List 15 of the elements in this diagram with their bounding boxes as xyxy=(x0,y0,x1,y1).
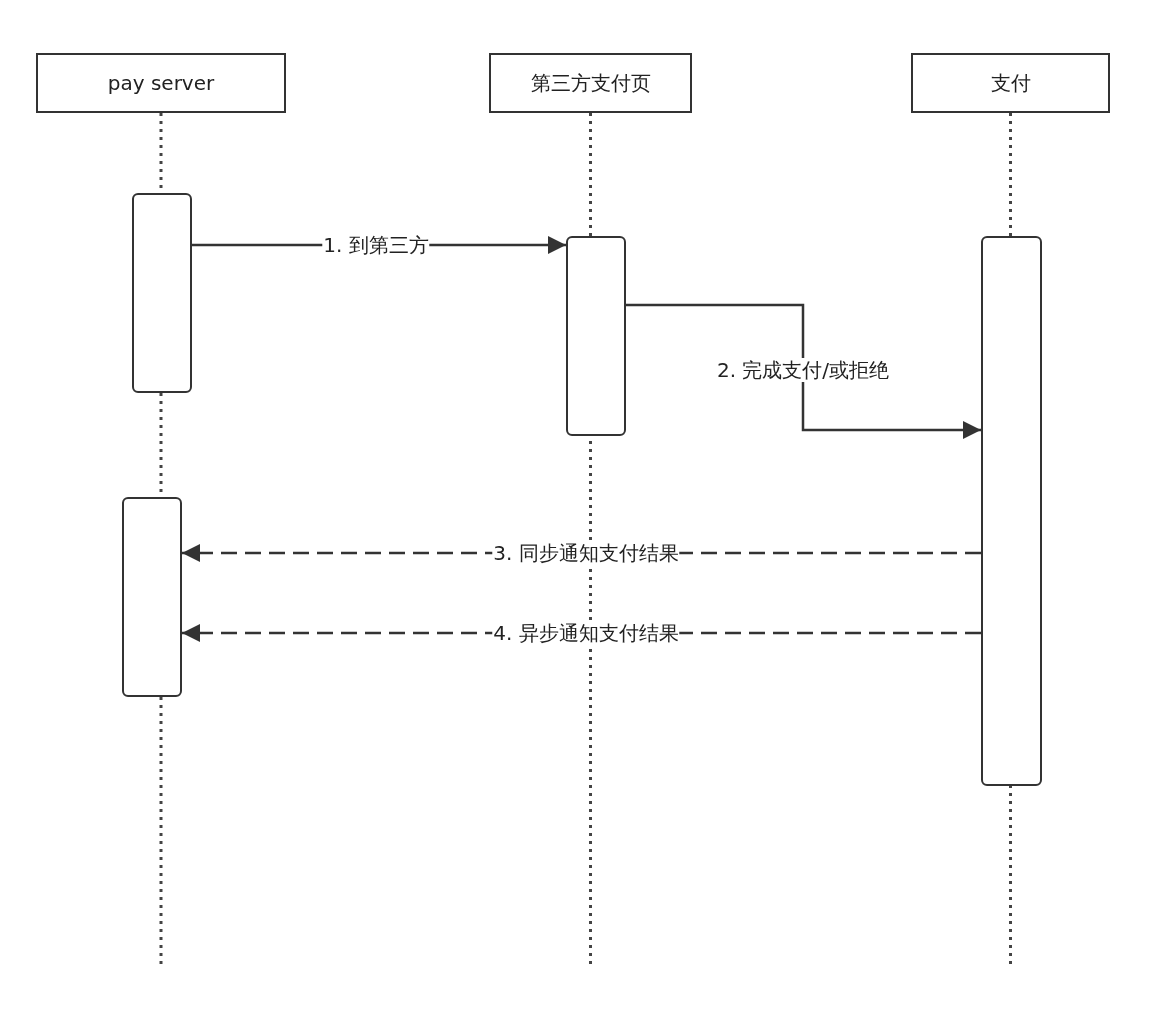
participant-box xyxy=(36,53,286,113)
edge-label: 1. 到第三方 xyxy=(322,233,430,257)
participant-box xyxy=(911,53,1110,113)
edge-label: 2. 完成支付/或拒绝 xyxy=(715,358,891,382)
participant-name: 支付 xyxy=(990,69,1031,97)
activation-bar xyxy=(981,236,1042,786)
participant-box xyxy=(489,53,692,113)
edge-label: 4. 异步通知支付结果 xyxy=(492,621,680,645)
participant-name: 第三方支付页 xyxy=(530,69,651,97)
participant-name: pay server xyxy=(107,71,215,95)
activation-bar xyxy=(566,236,626,436)
activation-bar xyxy=(132,193,192,393)
arrow xyxy=(626,303,981,439)
edge-label: 3. 同步通知支付结果 xyxy=(492,541,680,565)
activation-bar xyxy=(122,497,182,697)
